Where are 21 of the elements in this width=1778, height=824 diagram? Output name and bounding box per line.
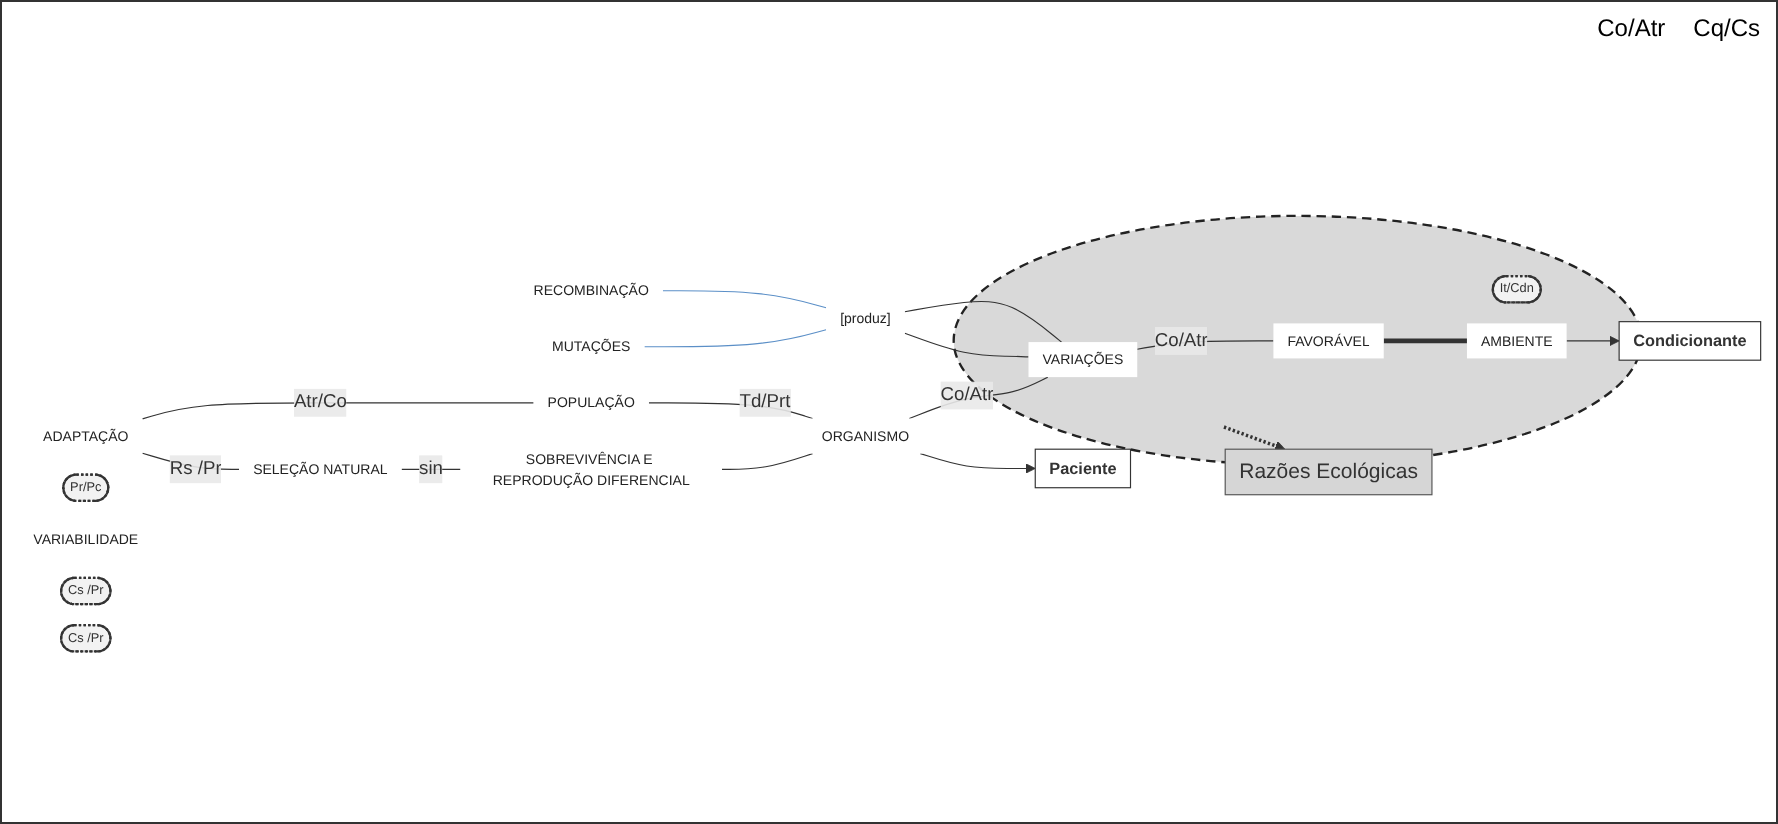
edge-label: Atr/Co — [293, 392, 347, 413]
relation-label: Co/Atr — [1597, 14, 1666, 42]
edge-label: Co/Atr — [1154, 330, 1208, 351]
relation-label: Cq/Cs — [1693, 14, 1760, 42]
node-box: Condicionante — [1618, 321, 1762, 361]
connector — [904, 300, 1063, 343]
connector — [904, 332, 1030, 358]
edge-label: Rs /Pr — [169, 458, 222, 479]
edge-label: Td/Prt — [739, 392, 791, 413]
connector — [721, 453, 814, 470]
connector — [908, 376, 1049, 420]
arrow — [1566, 335, 1620, 347]
arrow — [1223, 425, 1286, 451]
node-box: Paciente — [1034, 448, 1132, 489]
connector — [662, 290, 827, 309]
connector — [1383, 338, 1467, 344]
arrow — [919, 453, 1036, 474]
node-box: Razões Ecológicas — [1224, 448, 1433, 496]
connector — [643, 329, 827, 348]
edge-label: Co/Atr — [940, 384, 994, 405]
edge-label: sin — [419, 458, 443, 479]
